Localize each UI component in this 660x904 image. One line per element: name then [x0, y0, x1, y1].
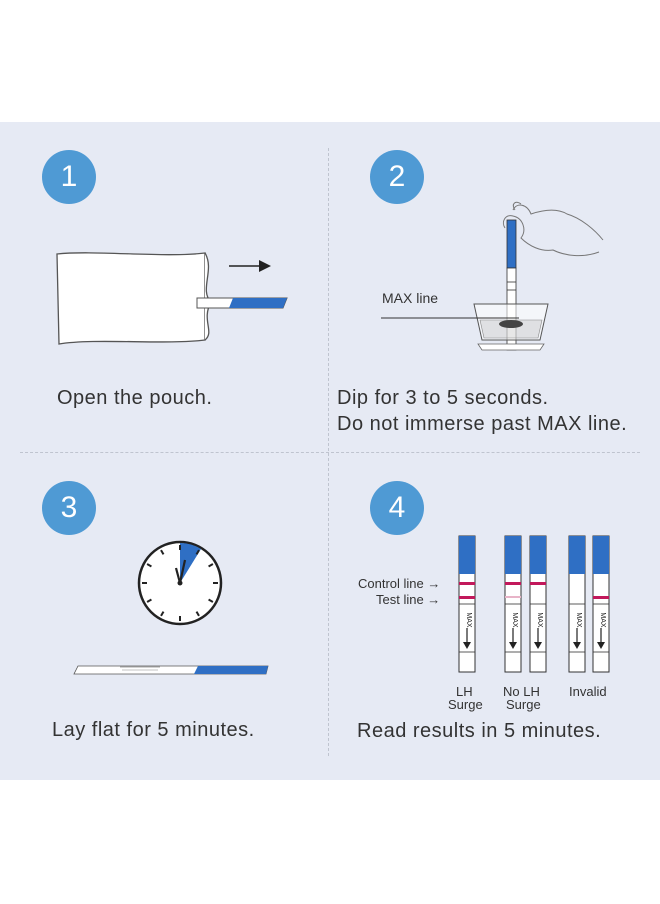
- clock-tick: [146, 598, 152, 603]
- result-strip-no-lh-surge-a: MAX: [504, 535, 522, 673]
- clock-tick: [208, 563, 214, 568]
- result-label-nolh-line1: No LH: [503, 684, 540, 699]
- svg-text:MAX: MAX: [575, 612, 582, 628]
- result-label-invalid: Invalid: [569, 684, 607, 699]
- clock-tick: [195, 549, 200, 555]
- svg-text:MAX: MAX: [511, 612, 518, 628]
- result-label-lh-line2: Surge: [448, 697, 483, 712]
- step-4-caption: Read results in 5 minutes.: [357, 720, 602, 742]
- result-strip-invalid-b: MAX: [592, 535, 610, 673]
- svg-text:MAX: MAX: [465, 612, 472, 628]
- result-strip-no-lh-surge-b: MAX: [529, 535, 547, 673]
- step-3-badge: 3: [42, 481, 96, 535]
- max-line-label: MAX line: [382, 290, 439, 306]
- result-label-nolh-line2: Surge: [506, 697, 541, 712]
- step-4-badge: 4: [370, 481, 424, 535]
- clock-tick: [195, 611, 200, 617]
- result-strip-lh-surge: MAX: [458, 535, 476, 673]
- clock-icon: [137, 540, 223, 626]
- test-line-label: Test line →: [376, 592, 441, 607]
- step-3-caption: Lay flat for 5 minutes.: [52, 719, 255, 741]
- pouch-illustration: [56, 252, 288, 345]
- step-2-badge: 2: [370, 150, 424, 204]
- result-strip-invalid-a: MAX: [568, 535, 586, 673]
- horizontal-divider: [20, 452, 640, 453]
- step-1-badge: 1: [42, 150, 96, 204]
- svg-text:MAX: MAX: [599, 612, 606, 628]
- hand-icon: [502, 201, 604, 257]
- dip-strip-illustration: [473, 219, 549, 351]
- flat-strip-illustration: [73, 665, 269, 675]
- max-line-pointer: [381, 317, 519, 319]
- step-2-caption-line1: Dip for 3 to 5 seconds.: [337, 387, 549, 409]
- clock-tick: [160, 549, 165, 555]
- arrow-right-icon: [229, 260, 271, 272]
- control-line-label: Control line →: [358, 576, 441, 591]
- svg-text:MAX: MAX: [536, 612, 543, 628]
- step-1-caption: Open the pouch.: [57, 387, 213, 409]
- clock-tick: [146, 563, 152, 568]
- step-2-caption-line2: Do not immerse past MAX line.: [337, 413, 628, 435]
- clock-tick: [160, 611, 165, 617]
- clock-tick: [208, 598, 214, 603]
- result-label-lh-line1: LH: [456, 684, 473, 699]
